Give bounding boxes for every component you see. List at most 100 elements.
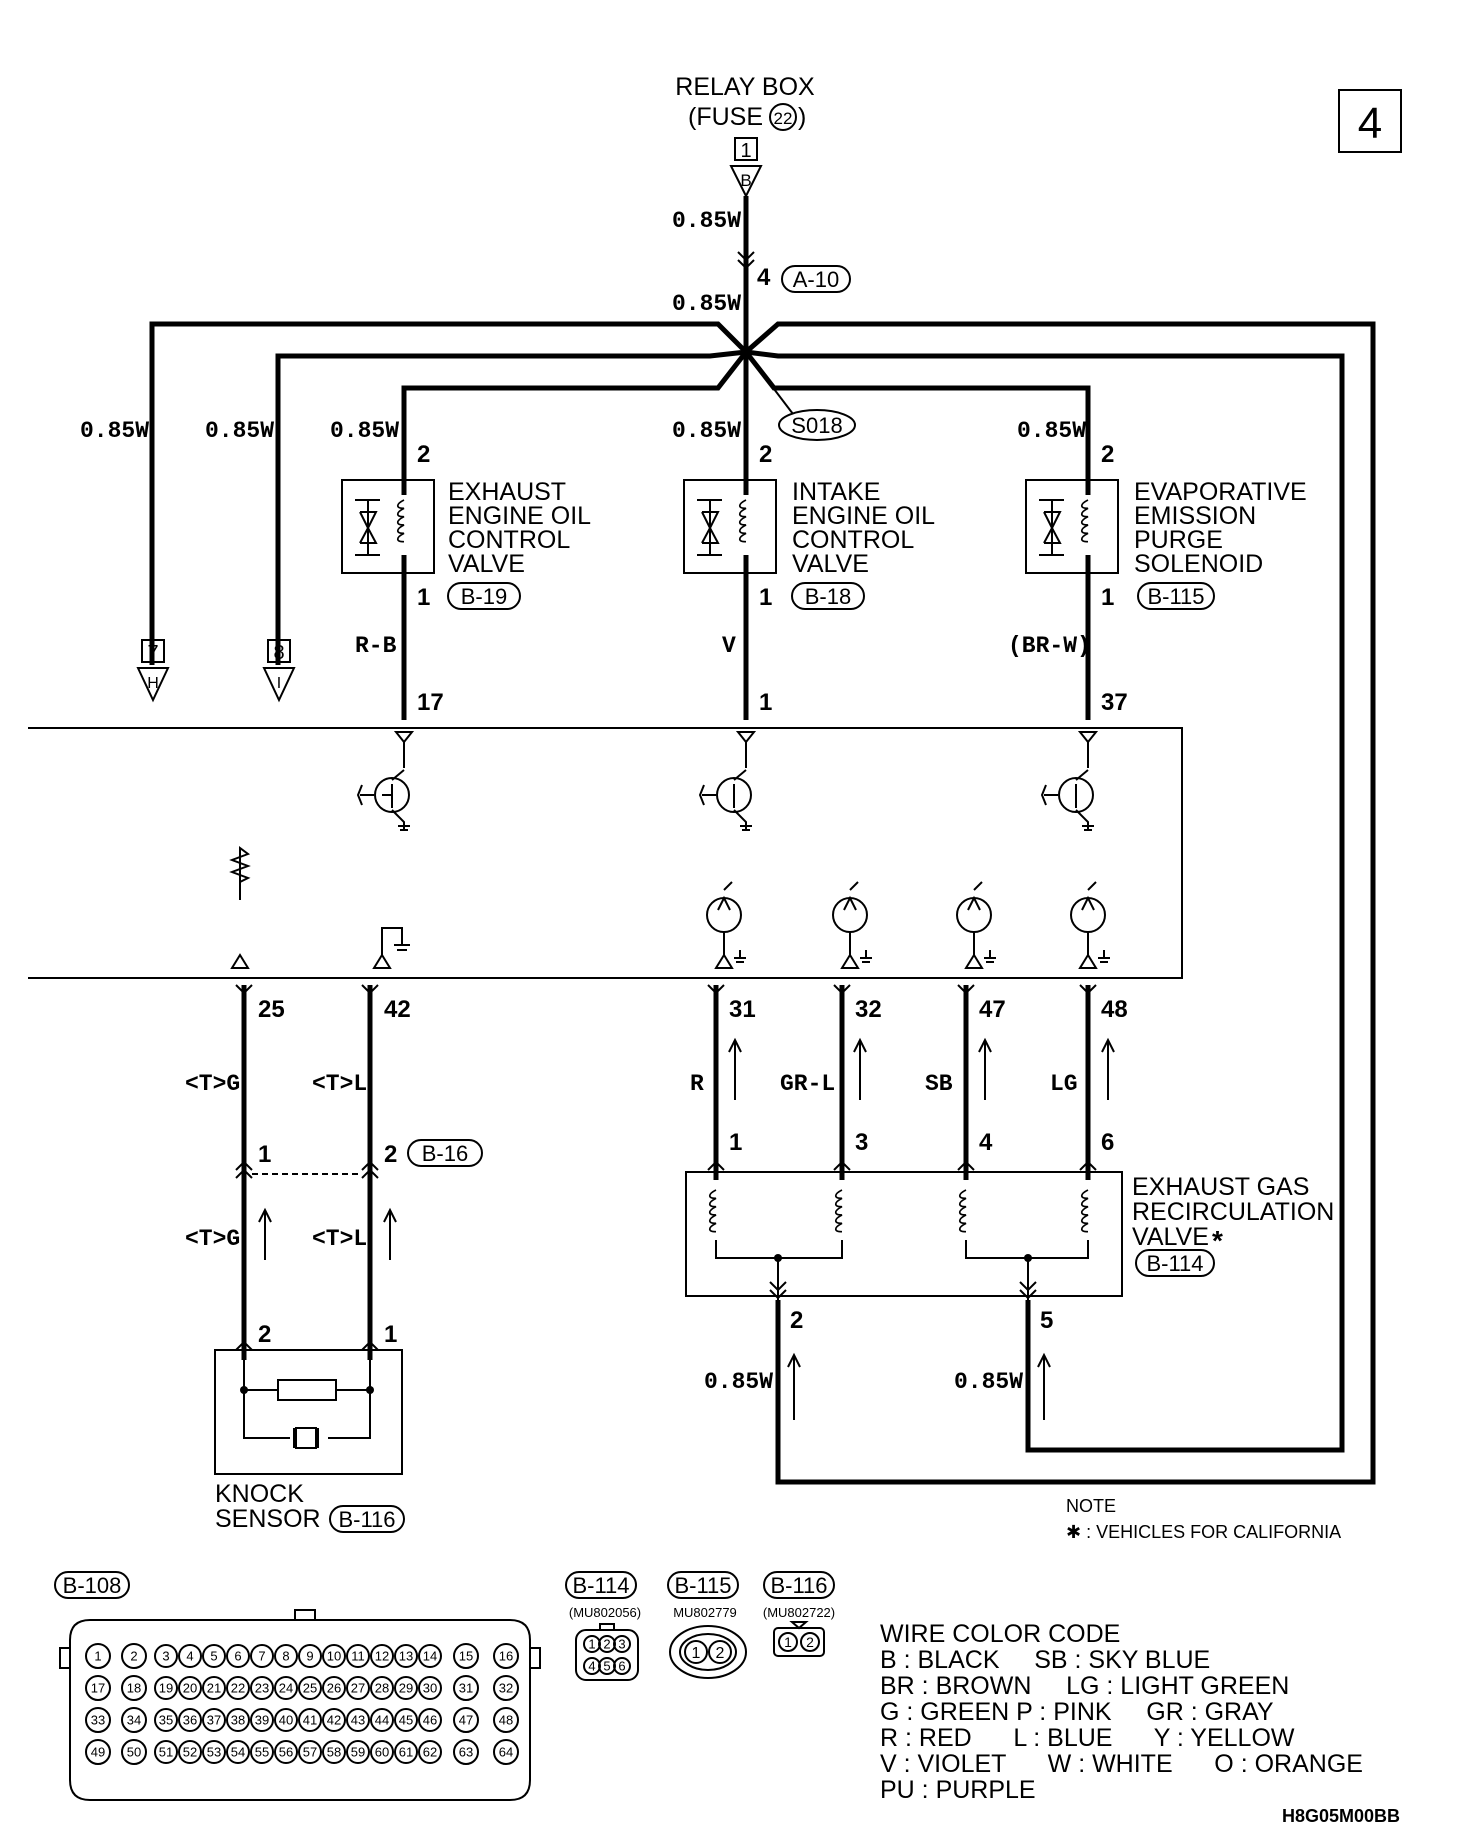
- egr-supply-markers: [769, 1281, 1037, 1300]
- b108-pin: 15: [459, 1649, 473, 1664]
- b115-part: MU802779: [673, 1605, 737, 1620]
- egr-supply-pin-2: 2: [790, 1307, 803, 1334]
- b108-pin: 56: [279, 1745, 293, 1760]
- b108-pin: 16: [499, 1649, 513, 1664]
- knock-sensor-line-2: SENSOR: [215, 1505, 321, 1533]
- b108-pin: 29: [399, 1681, 413, 1696]
- evap-solenoid-line-3: PURGE: [1134, 526, 1223, 554]
- b116-part: (MU802722): [763, 1605, 835, 1620]
- relay-terminal-box: [734, 137, 758, 161]
- exhaust-valve-connector: B-19: [461, 584, 507, 609]
- intake-valve-line-3: CONTROL: [792, 526, 914, 554]
- knock-wire-label-g-top: <T>G: [185, 1071, 240, 1097]
- b108-pin-circle: [493, 1739, 519, 1765]
- driver-1: [733, 731, 757, 831]
- b116-latch: [789, 1621, 809, 1630]
- b108-pin-circle: [274, 1740, 298, 1764]
- knock-connector-pin-2: 2: [384, 1141, 397, 1168]
- splice-leader: [751, 359, 794, 415]
- egr-driver-31: [714, 881, 746, 969]
- b108-pin: 42: [327, 1713, 341, 1728]
- connector-b-letter: B: [740, 171, 751, 190]
- ecu-inputs: [229, 846, 1110, 969]
- b108-pin-circle: [394, 1676, 418, 1700]
- b116-badge: [763, 1571, 835, 1599]
- exhaust-valve-symbol: [355, 499, 380, 556]
- egr-supply-gauge-5: 0.85W: [954, 1369, 1023, 1395]
- knock-ecu-pin-25: 25: [258, 996, 285, 1023]
- exhaust-valve-coil: [396, 499, 405, 543]
- b108-pin: 9: [306, 1649, 313, 1664]
- exhaust-valve-box: [341, 479, 435, 574]
- b115-badge: [667, 1571, 739, 1599]
- egr-wire-color-lg: LG: [1050, 1071, 1078, 1097]
- egr-wire-color-gr-l: GR-L: [780, 1071, 835, 1097]
- b108-pin-circle: [418, 1708, 442, 1732]
- knock-sensor-crystal: [295, 1427, 317, 1449]
- offpage-8-letter: I: [277, 675, 281, 692]
- b108-pin-circle: [453, 1675, 479, 1701]
- b108-pin: 37: [207, 1713, 221, 1728]
- b108-pin: 61: [399, 1745, 413, 1760]
- b108-pin: 34: [127, 1713, 141, 1728]
- gauge-evap-solenoid: 0.85W: [1017, 418, 1086, 444]
- knock-connector-badge: [407, 1139, 483, 1167]
- b108-pin-circle: [121, 1675, 147, 1701]
- b108-pin-circle: [346, 1644, 370, 1668]
- egr-ecu-pin-32: 32: [855, 996, 882, 1023]
- connector-a10-mark: [737, 251, 755, 270]
- knock-node-left: [240, 1386, 248, 1394]
- b108-pin-circle: [226, 1644, 250, 1668]
- egr-valve-box: [685, 1171, 1123, 1297]
- ecu-drivers: [356, 731, 1099, 831]
- b108-pin: 12: [375, 1649, 389, 1664]
- b108-pin-circle: [394, 1644, 418, 1668]
- b108-pin: 51: [159, 1745, 173, 1760]
- egr-driver-32: [840, 881, 872, 969]
- b108-pin-circle: [202, 1708, 226, 1732]
- wire-to-egr-supply-2: [744, 321, 1376, 1485]
- b108-pin: 3: [162, 1649, 169, 1664]
- knock-pins-marker: [235, 984, 379, 1351]
- b115-label: B-115: [674, 1573, 731, 1598]
- b108-pin-circle: [178, 1676, 202, 1700]
- b108-pin: 60: [375, 1745, 389, 1760]
- b108-pin: 35: [159, 1713, 173, 1728]
- feed-gauge-top: 0.85W: [672, 208, 741, 234]
- knock-wire-label-l-bottom: <T>L: [312, 1226, 367, 1252]
- b108-pin-circle: [250, 1644, 274, 1668]
- knock-connector-pin-1: 1: [258, 1141, 271, 1168]
- exhaust-valve-line-3: CONTROL: [448, 526, 570, 554]
- b108-pin-circle: [202, 1740, 226, 1764]
- evap-solenoid-symbol: [1039, 499, 1064, 556]
- b108-pin-circle: [274, 1644, 298, 1668]
- intake-oil-valve: 2 INTAKE ENGINE OIL CONTROL VALVE 1 B-18…: [683, 441, 935, 720]
- b108-pin-circle: [85, 1739, 111, 1765]
- b108-pin: 43: [351, 1713, 365, 1728]
- evap-purge-solenoid: 2 EVAPORATIVE EMISSION PURGE SOLENOID 1 …: [1008, 441, 1307, 720]
- egr-coil-3: [958, 1189, 967, 1233]
- b108-pin-circle: [453, 1643, 479, 1669]
- ecu-box: [28, 727, 1183, 979]
- b108-pin-circle: [346, 1740, 370, 1764]
- knock-connector: B-16: [422, 1141, 468, 1166]
- b108-pin-circle: [453, 1739, 479, 1765]
- connector-a10: A-10: [793, 267, 839, 292]
- b108-pin-circle: [394, 1708, 418, 1732]
- b114-pin-circle: [613, 1657, 631, 1675]
- knock-sensor-connector: B-116: [338, 1507, 395, 1532]
- b116-pin-circle: [800, 1632, 820, 1652]
- b108-pin: 25: [303, 1681, 317, 1696]
- egr-coil-4: [1080, 1189, 1089, 1233]
- egr-driver-48-circle: [1070, 897, 1106, 933]
- evap-solenoid-ecu-pin: 37: [1101, 689, 1128, 716]
- egr-drivers: [706, 881, 1110, 969]
- b108-pin-circle: [178, 1644, 202, 1668]
- b108-pin: 54: [231, 1745, 245, 1760]
- b108-pin: 32: [499, 1681, 513, 1696]
